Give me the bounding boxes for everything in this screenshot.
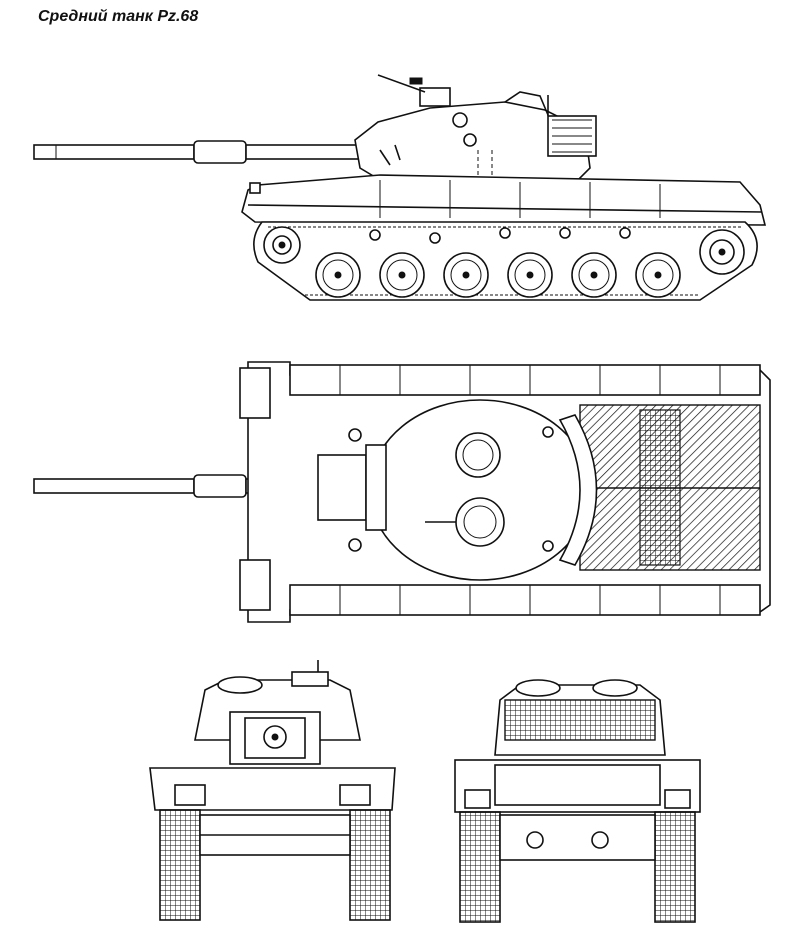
drawing-title: Средний танк Pz.68 bbox=[38, 8, 199, 25]
side-hull bbox=[241, 174, 767, 226]
top-track-guards bbox=[239, 364, 761, 616]
side-drive-sprocket bbox=[699, 229, 745, 275]
top-commander-hatch bbox=[455, 432, 501, 478]
side-return-rollers bbox=[369, 227, 631, 244]
front-gun-mantlet bbox=[229, 711, 321, 765]
top-view bbox=[33, 361, 771, 623]
side-road-wheels bbox=[315, 252, 681, 298]
side-view bbox=[33, 74, 767, 301]
side-track bbox=[253, 221, 758, 301]
front-view bbox=[149, 660, 396, 921]
top-engine-deck bbox=[579, 404, 761, 571]
side-idler-wheel bbox=[263, 226, 301, 264]
rear-tracks bbox=[459, 811, 696, 923]
top-loader-hatch bbox=[425, 497, 505, 547]
top-turret bbox=[317, 399, 598, 581]
side-turret bbox=[354, 74, 597, 181]
side-gun-barrel bbox=[33, 140, 362, 164]
rear-view bbox=[454, 679, 701, 923]
front-tracks bbox=[159, 809, 391, 921]
